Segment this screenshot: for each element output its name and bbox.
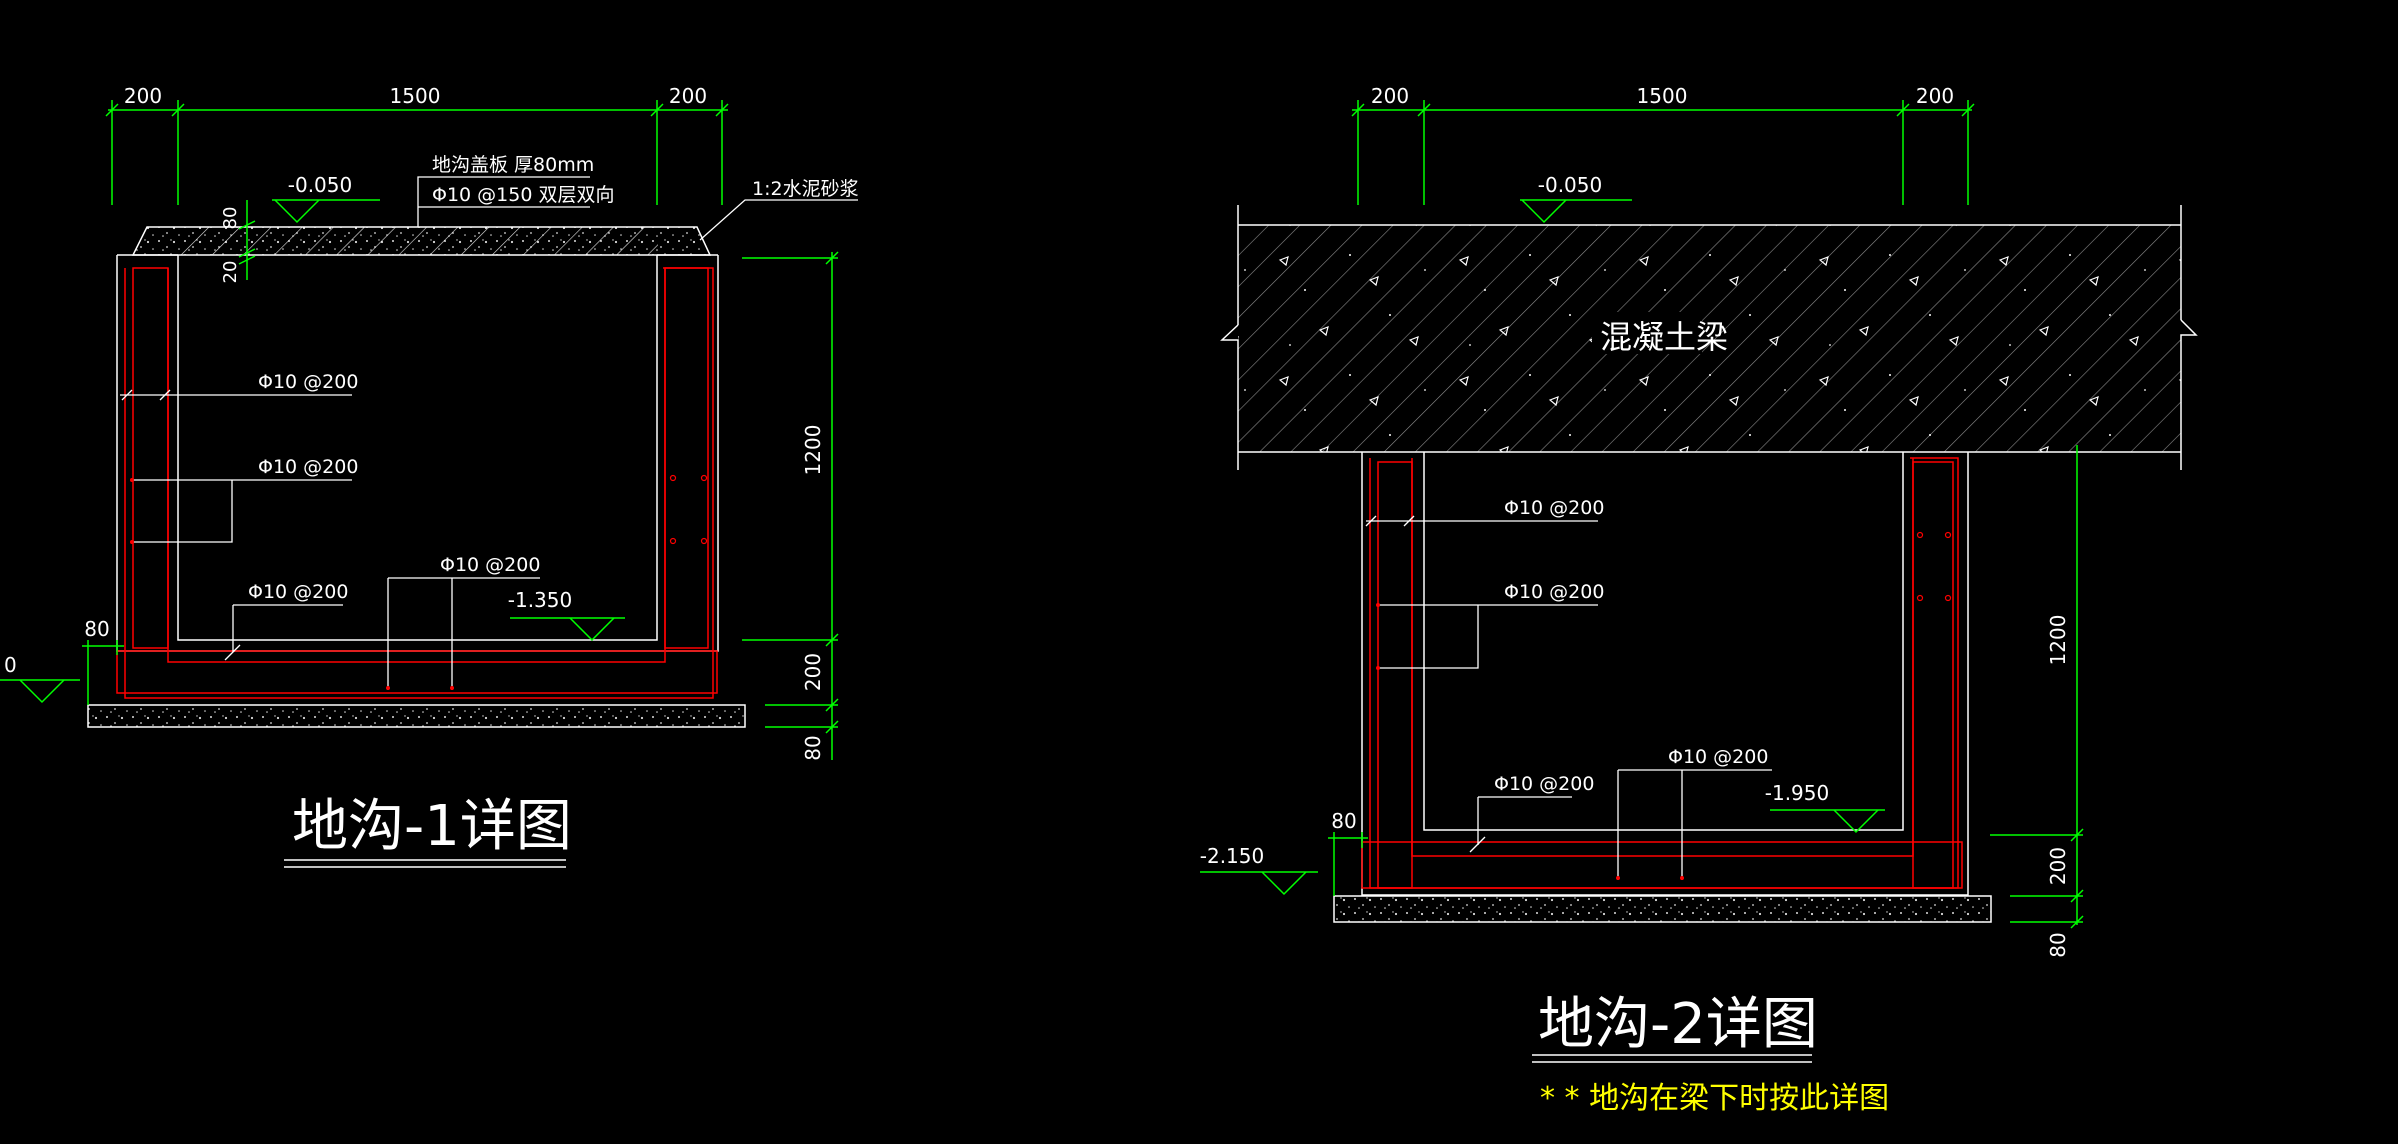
detail2-rebar-dots [1916,531,1952,602]
detail2-top-dimensions [1351,100,1975,205]
detail2-rebar-leaders [1365,515,1772,880]
detail2-right-dimensions [1990,445,2084,929]
detail1-dim-right-80: 80 [801,735,825,760]
detail1-cover-note-1: 地沟盖板 厚80mm [432,154,594,176]
detail2-left-80-dim [1328,832,1368,896]
detail2-dim-right-1200: 1200 [2046,615,2070,666]
detail1-right-dimensions [742,251,839,760]
detail1-title: 地沟-1详图 [292,794,572,859]
detail1-cover-hatch [180,227,658,255]
detail1-dim-top-mid: 1500 [390,84,441,108]
detail1-cover-note-2: Φ10 @150 双层双向 [432,184,614,206]
detail1-slab-thickness-dim [238,200,256,280]
detail1-cover-leader [417,176,590,227]
detail1-trench-walls [116,254,719,652]
detail2-level-bottom: -1.950 [1765,781,1829,805]
detail1-rebar-label-4: Φ10 @200 [440,554,540,576]
detail2-rebar-label-4: Φ10 @200 [1668,746,1768,768]
detail1-rebar-label-1: Φ10 @200 [258,371,358,393]
detail1-dim-left-80: 80 [84,617,109,641]
detail1-dim-slab-20: 20 [220,261,241,284]
detail1-top-dimensions [105,100,729,205]
detail-1: 200 1500 200 [0,84,859,868]
detail1-rebar-label-2: Φ10 @200 [258,456,358,478]
detail1-rebar-leader-dots [130,478,454,690]
detail1-level-outside-mark [0,679,80,704]
detail1-level-bottom: -1.350 [508,588,572,612]
detail2-beam-label: 混凝土梁 [1600,318,1728,356]
detail2-level-outside: -2.150 [1200,844,1264,868]
detail1-dim-right-1200: 1200 [801,425,825,476]
detail1-mortar-note: 1:2水泥砂浆 [752,178,859,200]
detail2-level-top: -0.050 [1538,173,1602,197]
detail2-level-top-mark [1520,199,1632,224]
detail2-title-underline [1532,1054,1812,1063]
detail2-dim-top-right: 200 [1916,84,1954,108]
detail2-dim-left-80: 80 [1331,809,1356,833]
detail-2: 200 1500 200 混凝土梁 [1200,84,2198,1116]
detail1-base-gravel [87,704,746,728]
detail1-dim-slab-80: 80 [220,207,241,230]
detail2-rebar-leader-dots [1376,603,1684,880]
detail2-beam-hatch [1238,225,2181,452]
detail1-left-80-dim [82,640,124,705]
detail1-level-bottom-mark [510,617,625,642]
detail2-rebar [1361,457,1963,889]
detail2-note: * * 地沟在梁下时按此详图 [1540,1081,1889,1116]
detail1-rebar [116,267,718,699]
detail2-dim-top-left: 200 [1371,84,1409,108]
detail1-dim-right-200: 200 [801,653,825,691]
detail1-level-top-mark [272,199,380,224]
detail1-level-outside: 0 [4,653,17,677]
detail2-trench-walls [1361,452,1969,896]
detail1-rebar-leaders [120,389,540,690]
detail2-rebar-label-1: Φ10 @200 [1504,497,1604,519]
detail1-mortar-leader [699,199,858,241]
detail2-level-outside-mark [1200,871,1318,896]
detail1-title-underline [284,859,566,868]
detail2-title: 地沟-2详图 [1538,992,1818,1057]
detail1-dim-top-right: 200 [669,84,707,108]
detail2-rebar-label-2: Φ10 @200 [1504,581,1604,603]
detail2-base-gravel [1333,895,1992,923]
detail2-beam-label-bg [1592,312,1702,354]
detail1-rebar-dots [669,474,708,545]
detail1-rebar-label-3: Φ10 @200 [248,581,348,603]
detail2-dim-right-80: 80 [2046,932,2070,957]
detail1-dim-top-left: 200 [124,84,162,108]
detail1-level-top: -0.050 [288,173,352,197]
detail2-dim-right-200: 200 [2046,847,2070,885]
detail2-beam-outline [1220,205,2198,470]
detail2-rebar-label-3: Φ10 @200 [1494,773,1594,795]
detail2-level-bottom-mark [1770,809,1885,834]
detail2-dim-top-mid: 1500 [1637,84,1688,108]
